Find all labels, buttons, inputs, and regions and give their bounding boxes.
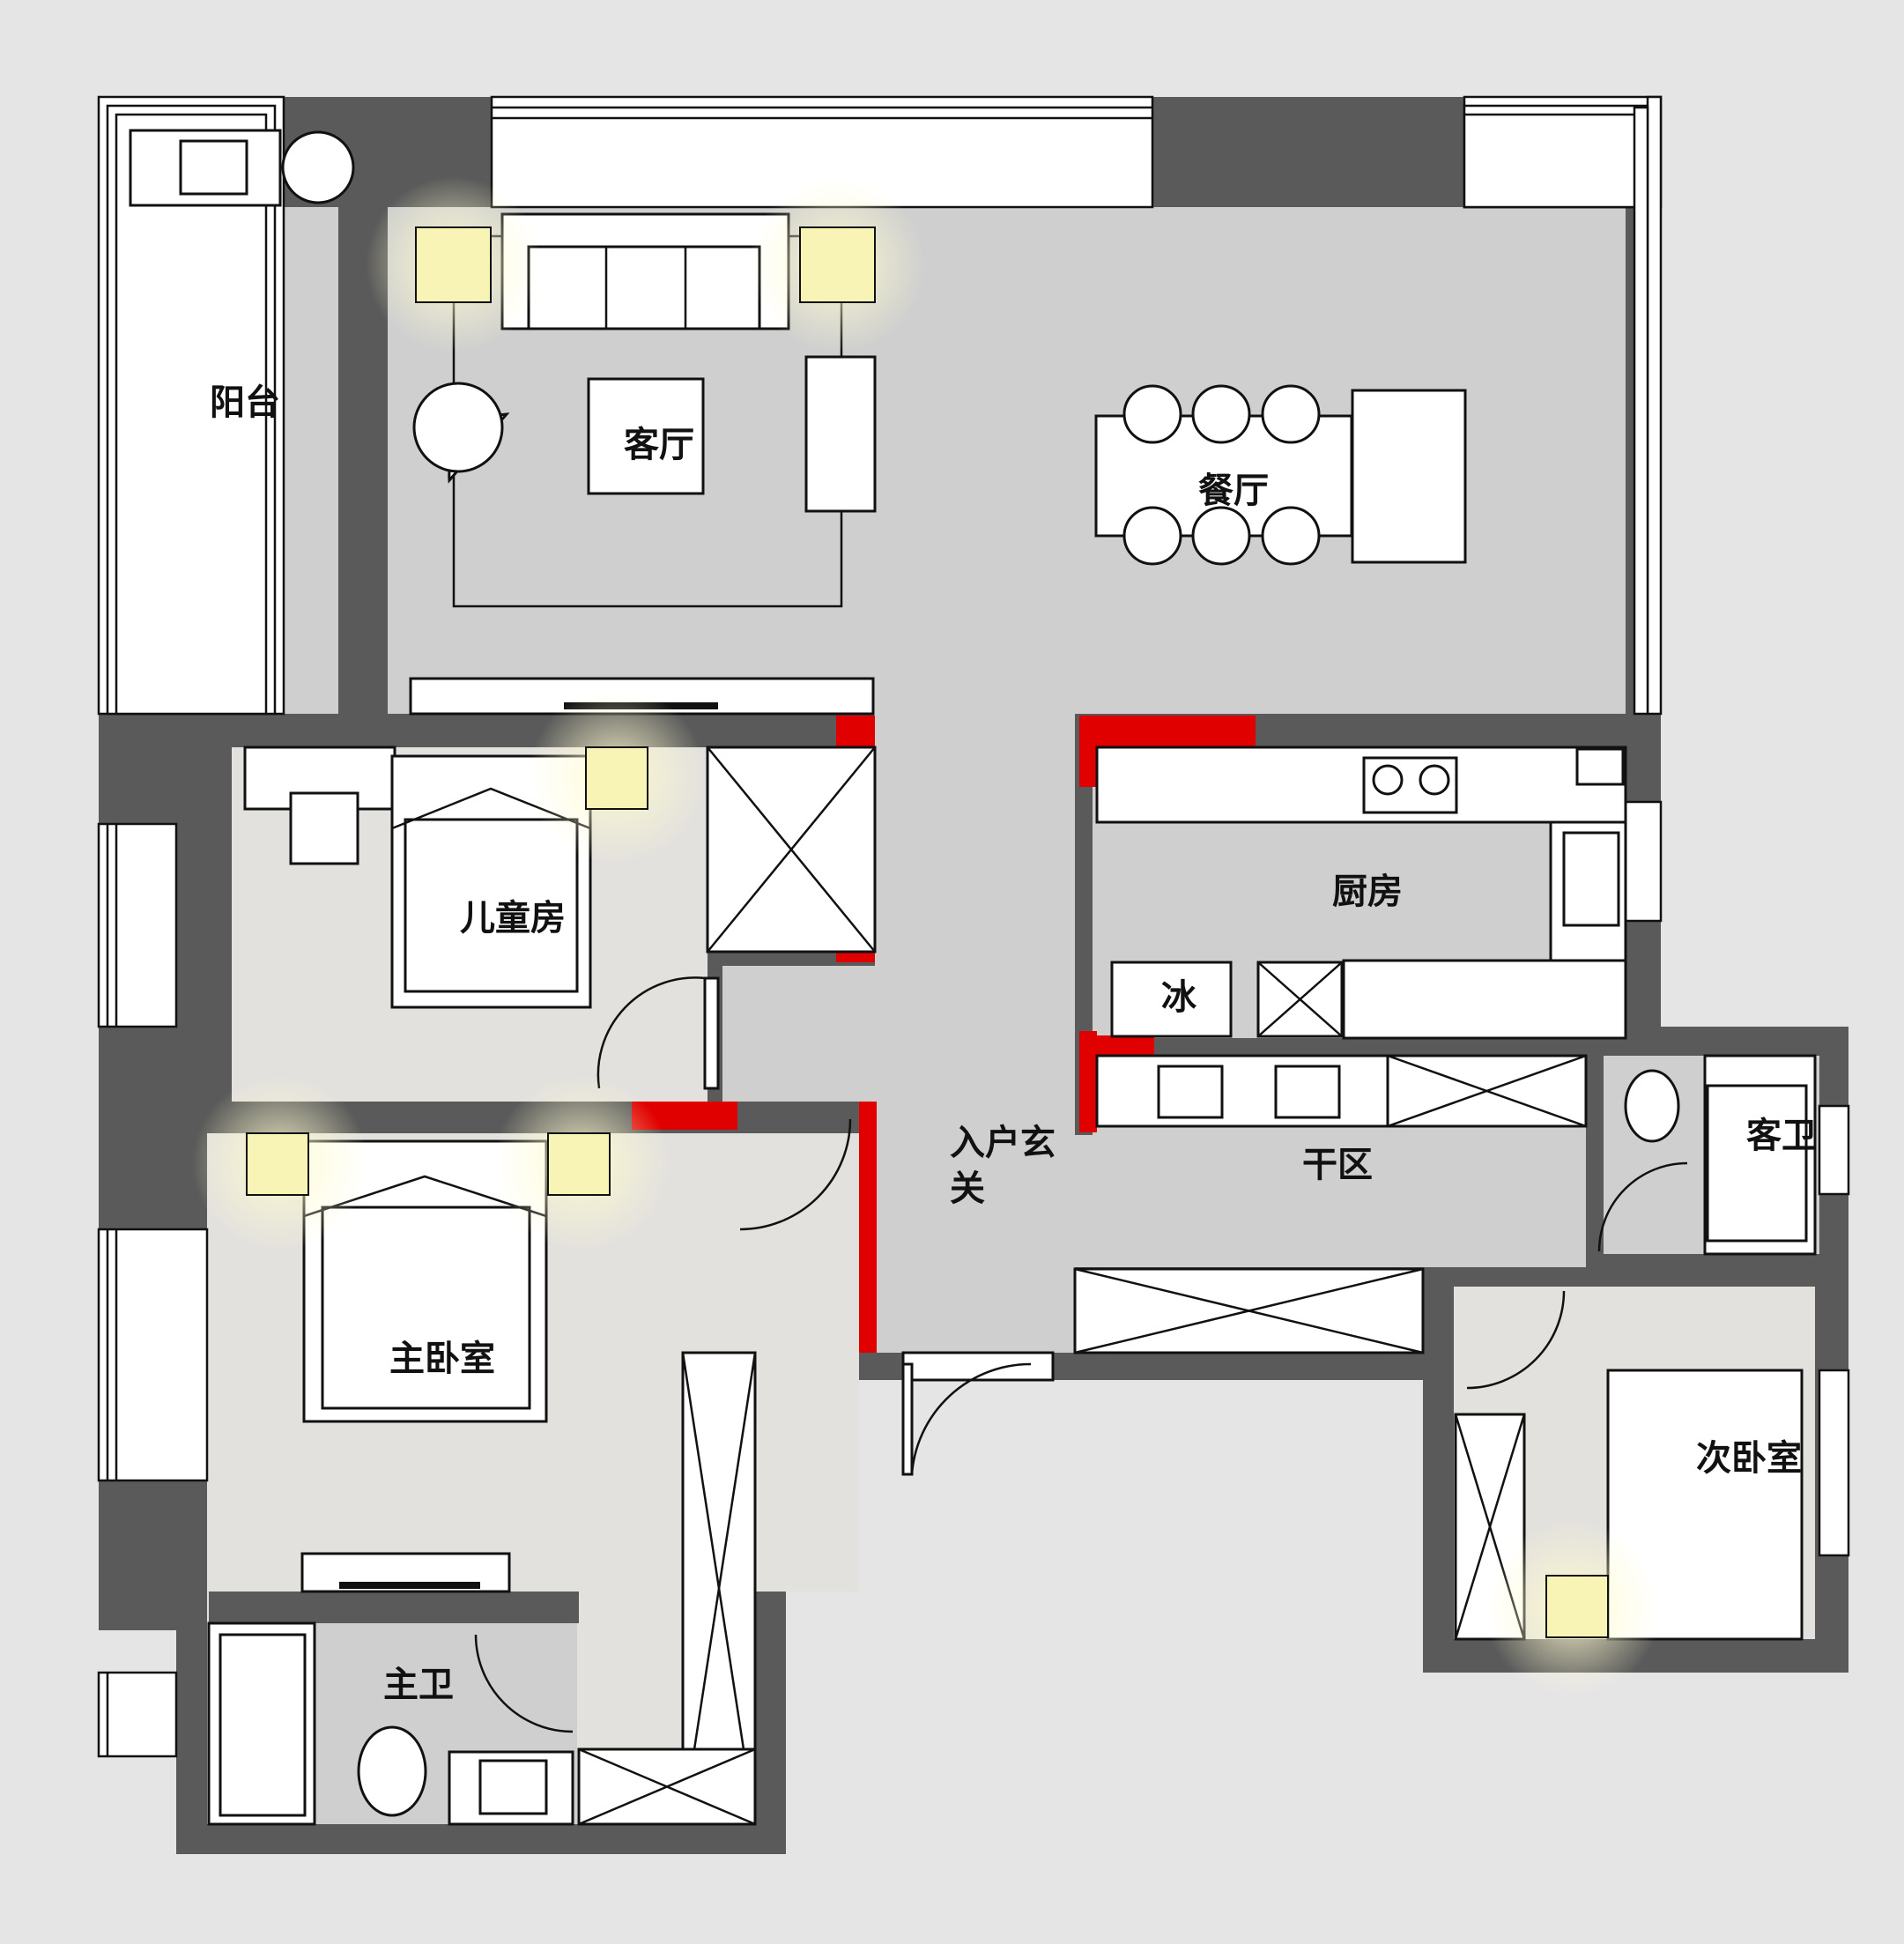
lamp-icon	[799, 226, 876, 303]
fridge-label: 冰	[1161, 977, 1197, 1018]
living-furniture	[409, 212, 877, 716]
living-room-label: 客厅	[624, 425, 694, 465]
lamp-icon	[1545, 1575, 1609, 1638]
lamp-glows	[192, 176, 1661, 1696]
second-bedroom-label: 次卧室	[1696, 1438, 1802, 1479]
entrance-label-1: 入户玄	[950, 1123, 1056, 1163]
kitchen-fixtures	[1095, 746, 1627, 1040]
kids-room-label: 儿童房	[460, 898, 566, 939]
balcony-label: 阳台	[210, 382, 280, 423]
dry-area-fixtures	[1073, 1054, 1588, 1354]
dining-room-label: 餐厅	[1198, 471, 1269, 511]
kids-furniture	[243, 746, 877, 1090]
guest-bath-label: 客卫	[1746, 1116, 1817, 1156]
master-bath-label: 主卫	[383, 1665, 454, 1705]
master-bath-fixtures	[207, 1621, 757, 1826]
dry-area-label: 干区	[1302, 1145, 1373, 1185]
room-labels: 阳台 客厅 餐厅 儿童房 厨房 冰 入户玄 关 干区 客卫 主卧室 次卧室 主卫	[210, 382, 1817, 1705]
entrance-label-2: 关	[950, 1169, 985, 1209]
kitchen-label: 厨房	[1332, 872, 1403, 912]
lamp-icon	[547, 1132, 611, 1196]
lamp-icon	[415, 226, 492, 303]
guest-bath-fixtures	[1597, 1054, 1817, 1256]
balcony-fixtures	[129, 129, 355, 207]
lamp-icon	[585, 746, 648, 810]
lamp-icon	[246, 1132, 309, 1196]
entrance-door	[901, 1362, 1032, 1476]
master-bedroom-label: 主卧室	[389, 1339, 495, 1379]
dining-furniture	[1094, 384, 1467, 566]
